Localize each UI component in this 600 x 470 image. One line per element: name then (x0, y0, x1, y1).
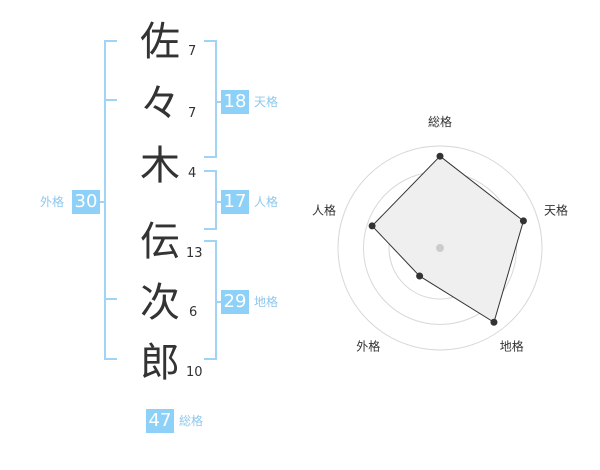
radar-point-1 (436, 152, 444, 160)
radar-axis-label-5: 人格 (312, 202, 336, 217)
name-char-4: 伝 (140, 219, 180, 265)
gaikaku-bracket-connector (96, 201, 106, 203)
jinkaku-bracket-connector (215, 201, 223, 203)
radar-area (371, 155, 525, 324)
radar-point-5 (368, 222, 376, 230)
stroke-count-2: 7 (188, 106, 197, 121)
name-char-2: 々 (140, 81, 180, 127)
radar-points (368, 152, 527, 326)
gaikaku-bracket-top (104, 40, 117, 42)
stroke-count-3: 4 (188, 166, 197, 181)
name-char-1: 佐 (140, 19, 180, 65)
tenkaku-bracket-connector (215, 101, 223, 103)
gaikaku-bracket-mid1 (104, 99, 117, 101)
stroke-count-5: 6 (189, 305, 198, 320)
stroke-count-1: 7 (188, 44, 197, 59)
radar-axis-label-1: 総格 (428, 114, 452, 129)
stroke-count-4: 13 (186, 246, 203, 261)
jinkaku-bracket-top (204, 170, 217, 172)
jinkaku-bracket-bottom (204, 228, 217, 230)
radar-point-3 (490, 318, 498, 326)
jinkaku-bracket-vertical (215, 170, 217, 230)
tenkaku-bracket-vertical (215, 40, 217, 158)
chikaku-bracket-top (204, 240, 217, 242)
gaikaku-value-badge: 30 (72, 190, 100, 214)
chikaku-label: 地格 (254, 295, 279, 309)
name-char-3: 木 (140, 143, 180, 189)
chikaku-bracket-vertical (215, 240, 217, 360)
jinkaku-value-badge: 17 (221, 190, 249, 214)
tenkaku-bracket-bottom (204, 156, 217, 158)
radar-point-4 (416, 272, 424, 280)
radar-point-2 (519, 217, 527, 225)
stroke-count-6: 10 (186, 365, 203, 380)
name-char-6: 郎 (140, 340, 180, 386)
gaikaku-bracket-bottom (104, 358, 117, 360)
chikaku-bracket-bottom (204, 358, 217, 360)
gaikaku-bracket-vertical (104, 40, 106, 360)
radar-center-dot (436, 244, 444, 252)
tenkaku-label: 天格 (254, 95, 279, 109)
tenkaku-bracket-top (204, 40, 217, 42)
radar-axis-label-2: 天格 (544, 202, 568, 217)
soukaku-label: 総格 (179, 414, 204, 428)
radar-axis-label-3: 地格 (500, 339, 524, 354)
tenkaku-value-badge: 18 (221, 90, 249, 114)
radar-axis-label-4: 外格 (356, 339, 380, 354)
gaikaku-label: 外格 (40, 195, 65, 209)
chikaku-value-badge: 29 (221, 290, 249, 314)
soukaku-value-badge: 47 (146, 409, 174, 433)
name-char-5: 次 (140, 280, 180, 326)
gaikaku-bracket-mid2 (104, 298, 117, 300)
chikaku-bracket-connector (215, 301, 223, 303)
jinkaku-label: 人格 (254, 195, 279, 209)
